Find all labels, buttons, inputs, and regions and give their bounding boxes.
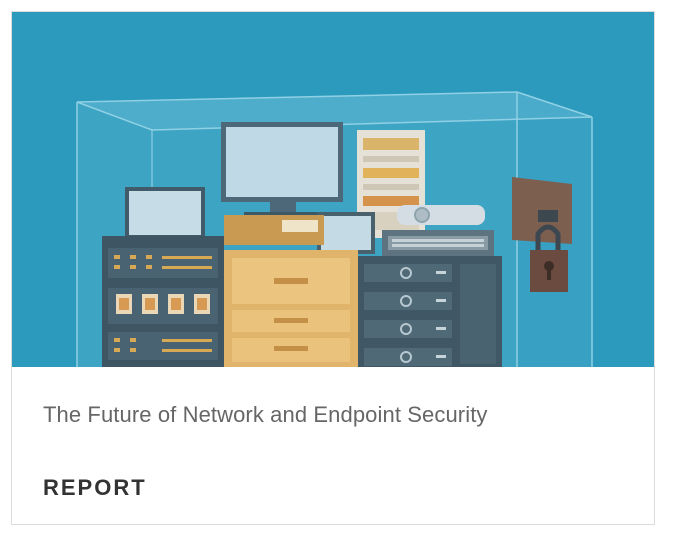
network-switch-icon xyxy=(382,230,494,256)
server-rack-icon xyxy=(102,236,224,367)
laptop-icon xyxy=(118,187,212,244)
storage-server-icon xyxy=(358,256,502,367)
hero-illustration[interactable] xyxy=(12,12,654,367)
card-title[interactable]: The Future of Network and Endpoint Secur… xyxy=(43,402,488,427)
monitor-icon xyxy=(221,122,343,220)
content-card[interactable]: The Future of Network and Endpoint Secur… xyxy=(11,11,655,525)
printer-icon xyxy=(224,215,358,367)
router-icon xyxy=(397,205,485,225)
tablet-icon xyxy=(317,212,375,254)
content-type-label: REPORT xyxy=(43,475,147,500)
padlock-icon xyxy=(512,177,572,292)
